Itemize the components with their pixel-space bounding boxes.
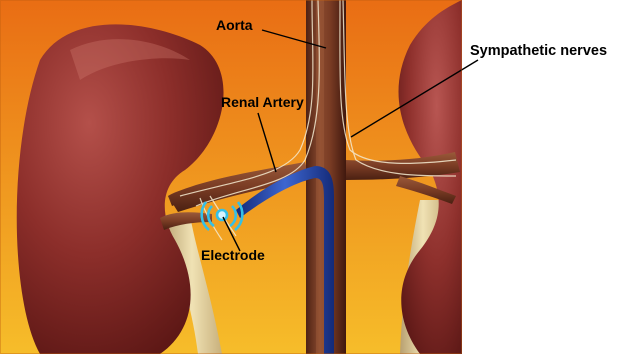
electrode-label: Electrode	[201, 247, 265, 263]
aorta-label: Aorta	[216, 17, 253, 33]
sympathetic-nerves-label: Sympathetic nerves	[470, 43, 607, 59]
renal-artery-label: Renal Artery	[221, 94, 304, 110]
